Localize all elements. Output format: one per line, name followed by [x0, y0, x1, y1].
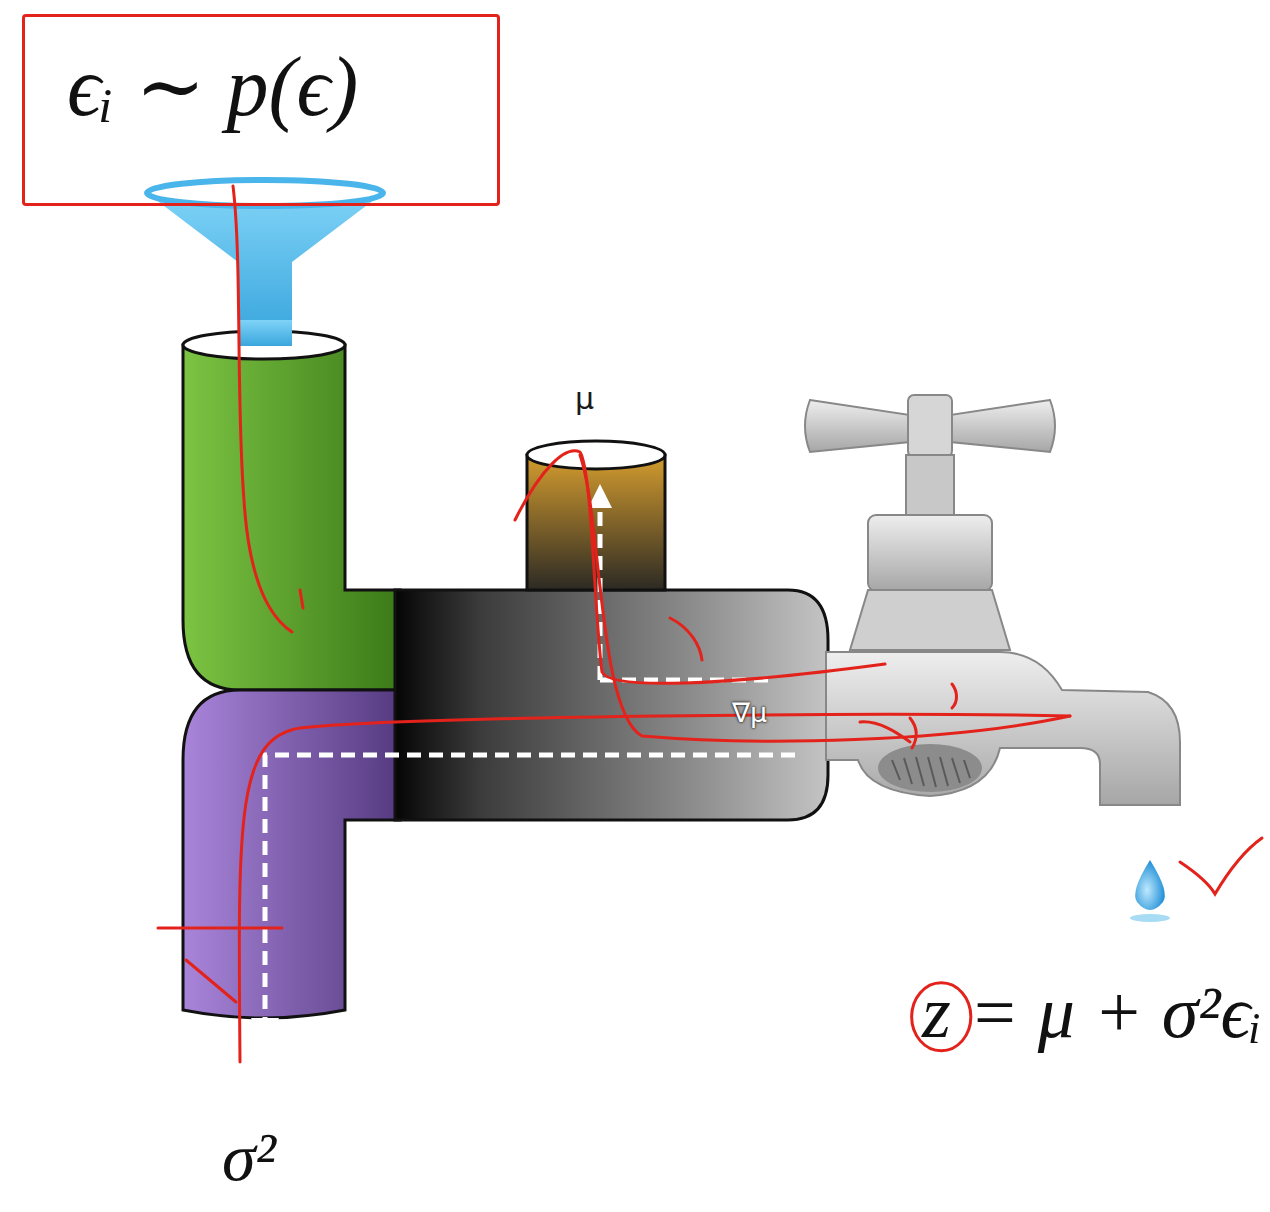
annotation-stroke: [233, 186, 292, 632]
water-drop: [1135, 860, 1165, 910]
gold-pipe: [527, 455, 665, 590]
annotation-stroke: [515, 451, 885, 683]
annotation-stroke: [300, 590, 303, 608]
aerator-mesh: [892, 757, 970, 787]
faucet-handle-hub: [908, 395, 952, 457]
drop-shadow: [1130, 914, 1170, 922]
annotation-stroke: [580, 455, 1070, 741]
gradient-flow: [265, 755, 795, 1020]
reparam-equation: z = μ + σ²ϵᵢ: [922, 970, 1262, 1055]
annotation-strokes: [158, 186, 1262, 1062]
funnel-rim: [147, 180, 383, 206]
annotation-arrow: [1180, 838, 1262, 894]
annotation-stroke: [860, 722, 910, 742]
funnel-neck: [238, 320, 292, 346]
sampling-box: ϵᵢ ∼ p(ϵ): [22, 14, 500, 206]
annotation-stroke: [670, 618, 702, 660]
faucet-base: [850, 590, 1010, 650]
faucet-stem: [906, 455, 954, 517]
faucet-nut: [868, 515, 992, 591]
green-pipe: [183, 345, 400, 690]
noise-distribution: ϵᵢ ∼ p(ϵ): [67, 41, 467, 133]
annotation-stroke: [910, 718, 916, 748]
purple-pipe: [183, 690, 400, 1018]
funnel-cone: [147, 193, 383, 336]
annotation-stroke: [952, 684, 957, 708]
variance-label: σ²: [222, 1118, 276, 1196]
pipe-opening: [527, 441, 665, 469]
mean-label: μ: [575, 382, 594, 417]
gradient-label: ∇μ: [732, 697, 767, 728]
grey-pipe: [395, 590, 828, 820]
annotation-stroke: [158, 927, 282, 930]
flow-arrowhead: [251, 1018, 279, 1046]
faucet-aerator: [878, 744, 982, 792]
annotation-stroke: [186, 960, 236, 1002]
